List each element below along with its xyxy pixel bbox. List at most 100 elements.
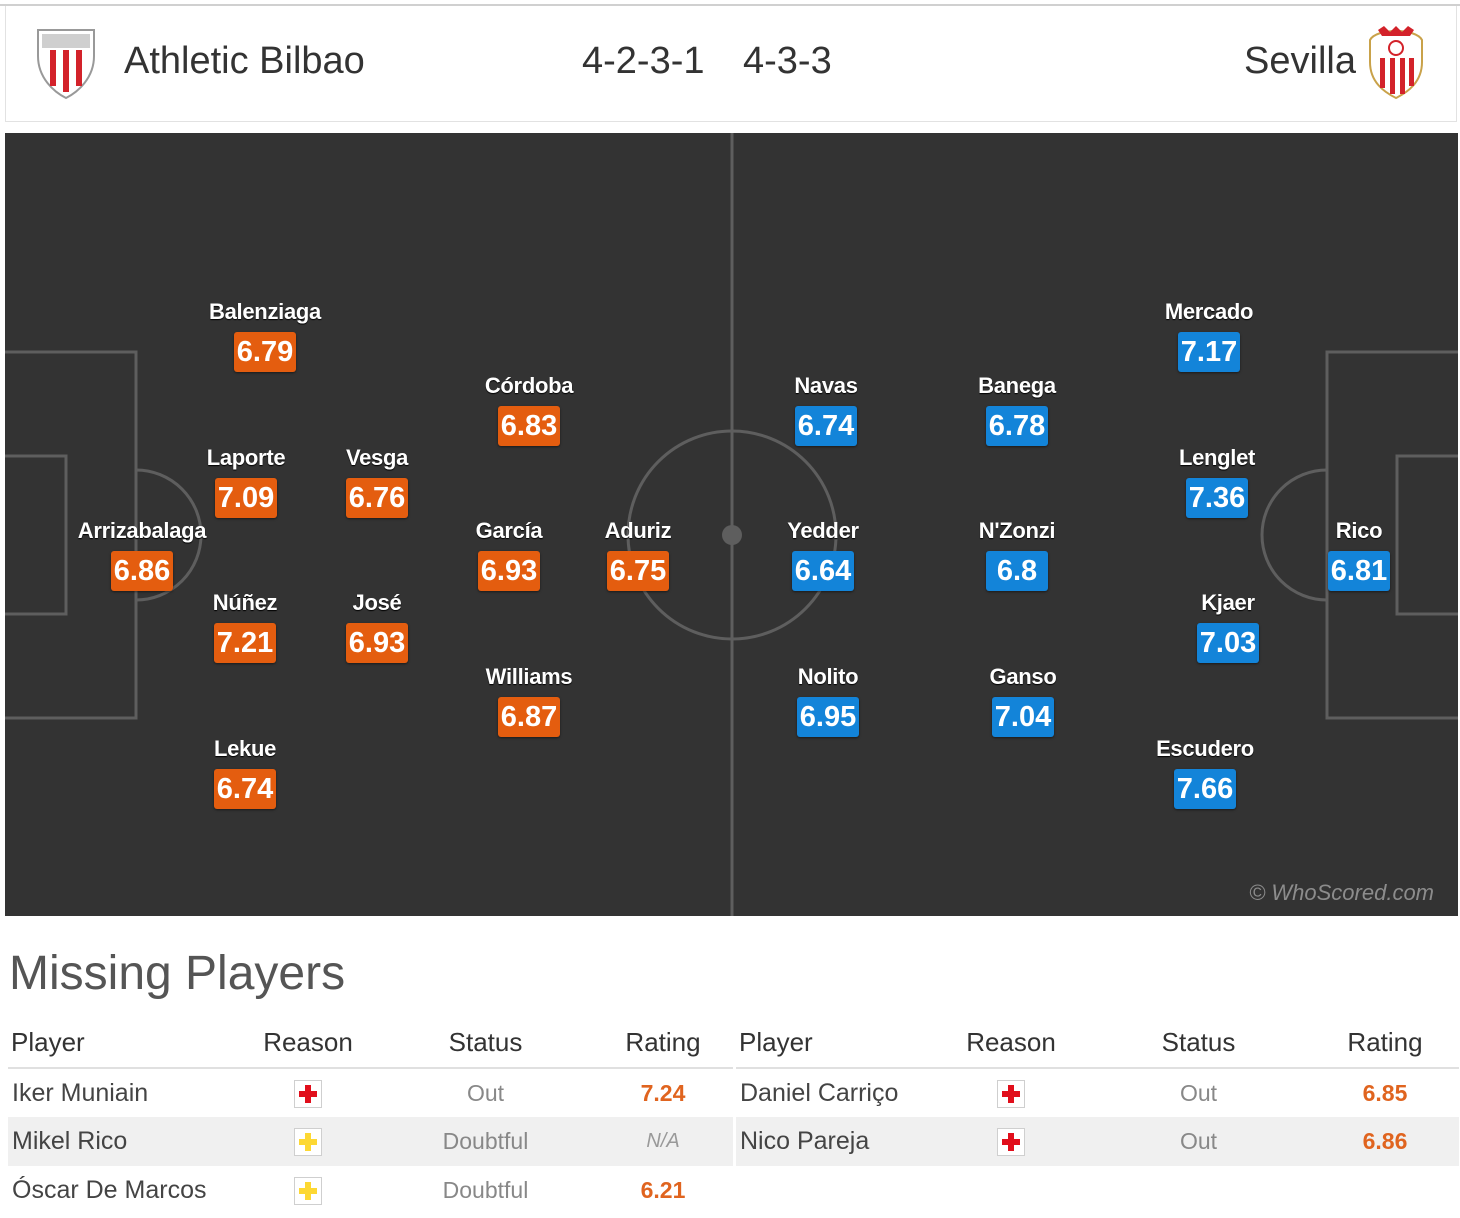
column-header-status[interactable]: Status	[1086, 1018, 1311, 1069]
reason-cell	[238, 1117, 378, 1166]
player-name[interactable]: Lenglet	[1178, 445, 1256, 470]
player-rating-badge: 6.75	[607, 551, 669, 591]
missing-rating: 6.85	[1362, 1079, 1408, 1106]
away-team-name[interactable]: Sevilla	[1244, 40, 1356, 82]
missing-players-title: Missing Players	[9, 947, 346, 1000]
player-name[interactable]: Nolito	[797, 664, 859, 689]
player-rating-badge: 7.17	[1178, 332, 1240, 372]
player-home[interactable]: Arrizabalaga 6.86	[62, 518, 222, 591]
reason-cell	[238, 1166, 378, 1215]
player-name[interactable]: N'Zonzi	[978, 518, 1056, 543]
player-rating-badge: 6.79	[234, 332, 296, 372]
player-name[interactable]: Núñez	[212, 590, 278, 615]
missing-player-name[interactable]: Daniel Carriço	[740, 1078, 899, 1107]
top-divider	[0, 4, 1460, 6]
injury-red-cross-icon[interactable]	[997, 1128, 1025, 1157]
player-name[interactable]: Escudero	[1156, 736, 1254, 761]
pitch-markings	[5, 133, 1458, 916]
player-name[interactable]: Balenziaga	[209, 299, 321, 324]
injury-red-cross-icon[interactable]	[294, 1079, 322, 1108]
column-header-reason[interactable]: Reason	[238, 1018, 378, 1069]
player-away[interactable]: Mercado 7.17	[1129, 299, 1289, 372]
column-header-player[interactable]: Player	[736, 1018, 936, 1069]
missing-status: Out	[1179, 1079, 1218, 1106]
player-home[interactable]: Laporte 7.09	[166, 445, 326, 518]
player-away[interactable]: Escudero 7.66	[1125, 736, 1285, 809]
player-home[interactable]: Córdoba 6.83	[449, 373, 609, 446]
missing-status: Out	[1086, 1117, 1311, 1166]
player-name[interactable]: Vesga	[345, 445, 409, 470]
player-home[interactable]: Vesga 6.76	[297, 445, 457, 518]
column-header-reason[interactable]: Reason	[936, 1018, 1086, 1069]
player-rating-badge: 6.87	[498, 697, 560, 737]
player-rating-badge: 6.86	[111, 551, 173, 591]
player-home[interactable]: Williams 6.87	[449, 664, 609, 737]
player-rating-badge: 6.8	[986, 551, 1048, 591]
player-name[interactable]: Mercado	[1164, 299, 1254, 324]
missing-status: Doubtful	[442, 1177, 529, 1203]
player-rating-badge: 7.36	[1186, 478, 1248, 518]
missing-player-name[interactable]: Iker Muniain	[12, 1078, 149, 1107]
player-away[interactable]: Nolito 6.95	[748, 664, 908, 737]
missing-player-row: Daniel Carriço Out 6.85	[736, 1068, 1459, 1117]
player-name[interactable]: Kjaer	[1201, 590, 1255, 615]
player-rating-badge: 6.64	[792, 551, 854, 591]
injury-red-cross-icon[interactable]	[997, 1079, 1025, 1108]
player-away[interactable]: N'Zonzi 6.8	[937, 518, 1097, 591]
player-rating-badge: 7.03	[1197, 623, 1259, 663]
player-name[interactable]: José	[352, 590, 402, 615]
player-home[interactable]: Balenziaga 6.79	[185, 299, 345, 372]
player-name[interactable]: Aduriz	[604, 518, 672, 543]
player-name[interactable]: Banega	[978, 373, 1056, 398]
missing-player-name[interactable]: Mikel Rico	[8, 1117, 238, 1166]
player-rating-badge: 6.95	[797, 697, 859, 737]
player-rating-badge: 7.09	[215, 478, 277, 518]
reason-cell	[936, 1068, 1086, 1117]
player-rating-badge: 6.81	[1328, 551, 1390, 591]
missing-rating: 6.86	[1311, 1117, 1459, 1166]
doubtful-yellow-cross-icon[interactable]	[294, 1177, 322, 1206]
player-name[interactable]: Ganso	[989, 664, 1057, 689]
player-name[interactable]: Córdoba	[484, 373, 574, 398]
missing-player-name[interactable]: Óscar De Marcos	[12, 1176, 207, 1204]
player-name[interactable]: Arrizabalaga	[77, 518, 207, 543]
doubtful-yellow-cross-icon[interactable]	[294, 1128, 322, 1157]
player-away[interactable]: Rico 6.81	[1279, 518, 1439, 591]
column-header-status[interactable]: Status	[378, 1018, 593, 1069]
player-rating-badge: 7.04	[992, 697, 1054, 737]
missing-player-row: Óscar De Marcos Doubtful 6.21	[8, 1166, 733, 1215]
player-rating-badge: 6.76	[346, 478, 408, 518]
player-rating-badge: 6.83	[498, 406, 560, 446]
player-name[interactable]: Laporte	[206, 445, 286, 470]
away-formation: 4-3-3	[743, 40, 832, 82]
player-away[interactable]: Lenglet 7.36	[1137, 445, 1297, 518]
player-away[interactable]: Ganso 7.04	[943, 664, 1103, 737]
column-header-player[interactable]: Player	[8, 1018, 238, 1069]
player-away[interactable]: Yedder 6.64	[743, 518, 903, 591]
player-home[interactable]: Aduriz 6.75	[558, 518, 718, 591]
player-name[interactable]: Yedder	[787, 518, 859, 543]
player-rating-badge: 6.93	[478, 551, 540, 591]
player-name[interactable]: Navas	[794, 373, 858, 398]
player-name[interactable]: Lekue	[213, 736, 277, 761]
player-name[interactable]: Rico	[1335, 518, 1383, 543]
athletic-bilbao-crest-icon	[37, 29, 95, 100]
missing-player-name[interactable]: Nico Pareja	[736, 1117, 936, 1166]
player-name[interactable]: García	[475, 518, 543, 543]
player-name[interactable]: Williams	[485, 664, 573, 689]
player-rating-badge: 7.66	[1174, 769, 1236, 809]
missing-status: Doubtful	[378, 1117, 593, 1166]
missing-rating: 6.21	[640, 1177, 686, 1203]
home-team-name[interactable]: Athletic Bilbao	[124, 40, 365, 82]
column-header-rating[interactable]: Rating	[593, 1018, 733, 1069]
column-header-rating[interactable]: Rating	[1311, 1018, 1459, 1069]
player-away[interactable]: Kjaer 7.03	[1148, 590, 1308, 663]
player-home[interactable]: García 6.93	[429, 518, 589, 591]
